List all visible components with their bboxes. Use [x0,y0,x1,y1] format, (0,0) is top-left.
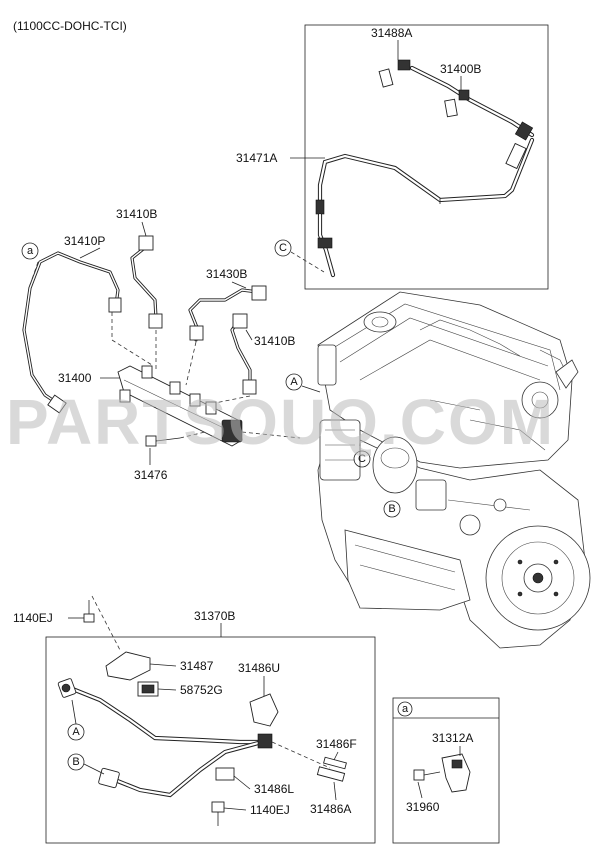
part-label-31370B: 31370B [194,609,235,623]
dash-31410P [111,312,153,366]
part-label-31486A: 31486A [310,802,351,816]
leader-58752G [157,688,177,691]
callout-b-harness-label: B [72,756,79,768]
part-label-31486F: 31486F [316,737,357,751]
callout-a-left-label: a [27,245,34,257]
bolt-31476 [145,431,206,465]
callout-c-engine [353,450,371,468]
part-label-31486U: 31486U [238,661,280,675]
part-label-31410P: 31410P [64,234,105,248]
callout-a-engine-label: A [290,376,298,388]
callout-a-harness-label: A [72,726,80,738]
fuel-rail-31400 [117,365,301,447]
leader-31486F [333,751,339,761]
bracket-31312A [441,746,471,793]
leader-1140EJ-bot [223,807,247,811]
leader-31486L [233,775,251,790]
bolt-31960 [413,769,441,799]
watermark-text: PARTSOUQ.COM [6,386,555,458]
callout-a-detail [397,701,413,717]
part-label-31960: 31960 [406,800,440,814]
part-label-31400B: 31400B [440,62,481,76]
callout-c-hose-label: C [279,242,287,254]
dash-31430B [185,341,197,386]
leader-31410B-top [141,221,147,237]
callout-b-engine [383,500,401,518]
detail-a-box [392,697,500,844]
fuel-hose-assembly [315,59,535,278]
callout-b-harness-leader [83,763,105,775]
part-label-31487: 31487 [180,659,214,673]
bolt-1140EJ-top [68,595,121,651]
fuel-hose-box [304,24,549,290]
part-label-31471A: 31471A [236,151,277,165]
part-label-31400: 31400 [58,371,92,385]
callout-a-engine-leader [301,385,321,393]
callout-b-engine-label: B [388,503,395,515]
callout-a-engine [285,373,303,391]
callout-a-left [21,242,39,260]
part-label-31410B-mid: 31410B [254,334,295,348]
callout-a-harness-leader [71,699,77,725]
leader-31486A [333,781,337,801]
part-label-31488A: 31488A [371,26,412,40]
part-label-31410B-top: 31410B [116,207,157,221]
part-label-1140EJ-bot: 1140EJ [250,803,290,817]
part-label-31430B: 31430B [206,267,247,281]
callout-c-hose-leader [290,251,325,273]
part-label-31312A: 31312A [432,731,473,745]
part-label-58752G: 58752G [180,683,223,697]
wiring-harness-31370B [57,651,347,826]
leader-31487 [149,663,177,667]
callout-b-harness [67,753,85,771]
diagram-title: (1100CC-DOHC-TCI) [13,19,127,33]
part-label-1140EJ-top: 1140EJ [13,611,53,625]
leader-31410P [79,247,101,259]
callout-c-hose [274,239,292,257]
part-label-31476: 31476 [134,468,168,482]
leader-31430B [231,281,247,289]
callout-a-detail-label: a [402,703,409,715]
leader-31410B-mid [245,329,253,341]
injector-pipes [22,235,267,414]
part-label-31486L: 31486L [254,782,294,796]
engine-block [317,291,591,649]
callout-c-engine-label: C [358,453,366,465]
wiring-harness-box [45,636,376,844]
